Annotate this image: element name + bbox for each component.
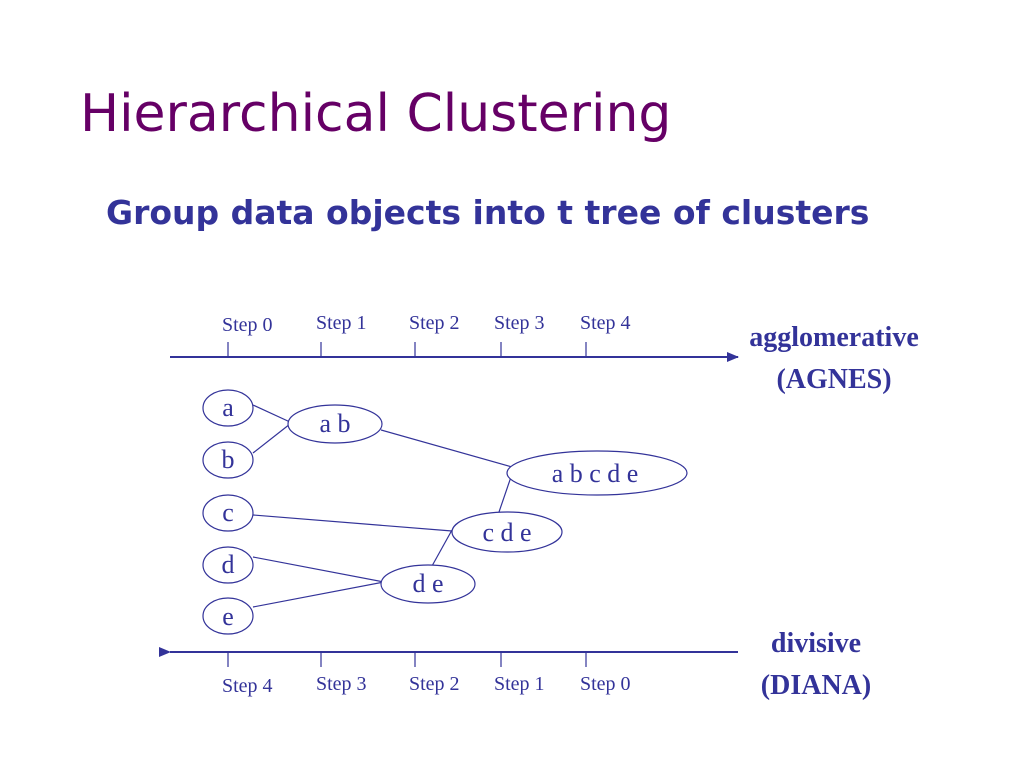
tree-nodes: a b c d e a b d e c d e a b c d e: [202, 389, 688, 635]
node-c: [202, 494, 254, 532]
node-cde: [451, 511, 563, 553]
node-de: [380, 564, 476, 604]
edge-b-ab: [252, 423, 291, 454]
node-a: [202, 389, 254, 427]
agglomerative-label: agglomerative: [749, 322, 919, 353]
divisive-step-3: Step 3: [316, 673, 367, 695]
node-cde-label: c d e: [482, 518, 531, 547]
node-d: [202, 546, 254, 584]
node-b: [202, 441, 254, 479]
agnes-label: (AGNES): [776, 364, 891, 395]
divisive-axis: Step 4 Step 3 Step 2 Step 1 Step 0 divis…: [159, 628, 871, 701]
node-ab-label: a b: [319, 409, 350, 438]
divisive-step-1: Step 1: [494, 673, 545, 695]
edge-d-de: [252, 556, 385, 583]
node-a-label: a: [222, 393, 234, 422]
node-abcde-label: a b c d e: [552, 459, 639, 488]
node-ab: [287, 404, 383, 444]
node-c-label: c: [222, 498, 234, 527]
edge-a-ab: [252, 404, 291, 423]
agglomerative-step-2: Step 2: [409, 312, 460, 334]
edge-cde-abcde: [498, 473, 513, 513]
node-b-label: b: [222, 445, 235, 474]
node-e: [202, 597, 254, 635]
slide-subtitle: Group data objects into t tree of cluste…: [106, 193, 870, 232]
agglomerative-step-0: Step 0: [222, 314, 273, 336]
agglomerative-step-3: Step 3: [494, 312, 545, 334]
divisive-step-2: Step 2: [409, 673, 460, 695]
edge-e-de: [252, 581, 385, 608]
edge-de-cde: [431, 529, 453, 567]
node-e-label: e: [222, 602, 234, 631]
node-abcde: [506, 450, 688, 496]
slide-title: Hierarchical Clustering: [80, 84, 672, 144]
agglomerative-step-4: Step 4: [580, 312, 631, 334]
agglomerative-axis: Step 0 Step 1 Step 2 Step 3 Step 4 agglo…: [170, 312, 919, 395]
edge-ab-abcde: [380, 429, 513, 468]
diana-label: (DIANA): [761, 670, 871, 701]
edge-c-cde: [252, 514, 453, 532]
tree-edges: [252, 404, 513, 608]
node-d-label: d: [222, 550, 235, 579]
divisive-step-4: Step 4: [222, 675, 273, 697]
node-de-label: d e: [412, 569, 443, 598]
divisive-label: divisive: [771, 628, 861, 659]
agglomerative-step-1: Step 1: [316, 312, 367, 334]
divisive-step-0: Step 0: [580, 673, 631, 695]
